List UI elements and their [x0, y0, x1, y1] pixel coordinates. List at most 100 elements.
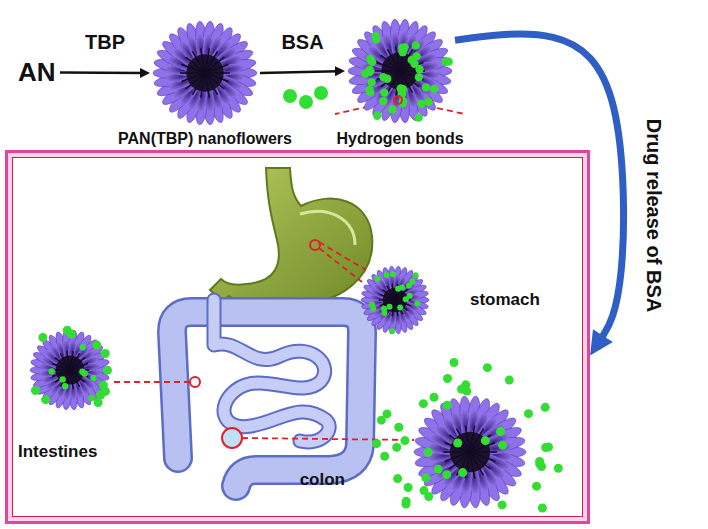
bsa-dot [554, 464, 563, 473]
stomach-nanoflower: stomach [358, 263, 432, 337]
bsa-dot [96, 391, 105, 400]
leader-line [319, 242, 366, 270]
bsa-dot [421, 473, 430, 482]
bsa-dot [417, 100, 425, 108]
bsa-dot [392, 443, 401, 452]
flower-core [443, 451, 470, 453]
leader-line [319, 248, 362, 282]
large-intestine-outline [172, 312, 362, 486]
flower-core [470, 452, 475, 478]
bsa-dot [393, 474, 402, 483]
bsa-dot [101, 349, 110, 358]
bsa-dot [394, 423, 403, 432]
bsa-dot [99, 381, 108, 390]
flower-core [205, 57, 224, 73]
bsa-dot [443, 401, 452, 410]
small-intestine [214, 300, 329, 442]
bsa-dot [103, 366, 112, 375]
bsa-dot [430, 85, 438, 93]
bsa-dots [283, 86, 328, 109]
bsa-dot [79, 344, 85, 350]
bsa-dot [532, 482, 541, 491]
flower-core [449, 452, 470, 469]
bsa-dot [409, 278, 415, 284]
bsa-dot [538, 504, 547, 513]
connector-arrow [60, 71, 143, 74]
node-label: PAN(TBP) nanoflowers [118, 130, 292, 148]
connector-arrow [455, 34, 624, 342]
leader-line [242, 438, 414, 440]
flower-core [205, 64, 228, 73]
bsa-dot [380, 88, 388, 96]
nanoflowers [30, 19, 563, 513]
bsa-dot [414, 300, 420, 306]
edge-label: TBP [85, 31, 125, 54]
bsa-dot [366, 88, 374, 96]
bsa-dot [367, 78, 375, 86]
bsa-dot [404, 483, 413, 492]
small-intestine-outline [214, 300, 329, 442]
bsa-dot [373, 112, 381, 120]
bsa-dot [483, 363, 492, 372]
bsa-dot [380, 452, 389, 461]
flower-core [67, 351, 70, 370]
bsa-dot [458, 468, 467, 477]
bsa-dot [443, 374, 452, 383]
bsa-dot [368, 58, 376, 66]
loaded-nanoflower-node: Hydrogen bonds [345, 16, 455, 126]
bsa-dot [48, 368, 54, 374]
bsa-dot [400, 436, 409, 445]
bsa-dot [449, 358, 458, 367]
bsa-dot [541, 403, 550, 412]
flower-core [375, 70, 400, 72]
bsa-dot [314, 86, 328, 100]
bsa-dot [62, 383, 68, 389]
flower-core [392, 284, 395, 300]
bsa-dot [524, 409, 533, 418]
leader-line [112, 381, 190, 383]
nanoflower [372, 358, 563, 513]
flower-core [70, 370, 73, 389]
bsa-dot [498, 500, 507, 509]
bsa-dot [434, 465, 443, 474]
monomer-label: AN [14, 55, 60, 90]
bsa-dot [390, 271, 396, 277]
flower-core [445, 452, 470, 461]
bsa-dot [442, 470, 451, 479]
marker-circle [190, 377, 200, 387]
flower-core [186, 73, 205, 89]
bsa-dot [415, 73, 423, 81]
flower-core [55, 370, 70, 382]
flower-core [70, 363, 88, 370]
bsa-dot [379, 97, 387, 105]
bsa-dot [59, 376, 65, 382]
bsa-dot [369, 302, 375, 308]
marker-circle [222, 428, 242, 448]
bsa-dot [31, 386, 40, 395]
body-frame: stomachIntestines colon [5, 150, 590, 524]
bsa-dot [381, 306, 387, 312]
bsa-dot [419, 486, 428, 495]
node-text: AN [18, 57, 56, 88]
flower-core [182, 73, 205, 82]
marker-circle [394, 96, 402, 104]
nanoflower [348, 19, 453, 124]
node-label: Intestines [18, 442, 97, 462]
flower-core [205, 72, 230, 74]
bsa-dot [383, 272, 389, 278]
flower-core [465, 426, 470, 452]
bsa-dot [415, 113, 423, 121]
bsa-dot [412, 52, 420, 60]
bsa-dot [424, 448, 433, 457]
bsa-dot [397, 305, 403, 311]
bsa-dot [498, 441, 507, 450]
bsa-dot [88, 395, 94, 401]
flower-core [201, 48, 205, 73]
node-label: colon [300, 470, 345, 490]
bsa-dot [505, 376, 514, 385]
flower-core [70, 358, 85, 370]
bsa-dot [399, 284, 405, 290]
bsa-dot [496, 427, 505, 436]
bsa-dot [398, 43, 406, 51]
